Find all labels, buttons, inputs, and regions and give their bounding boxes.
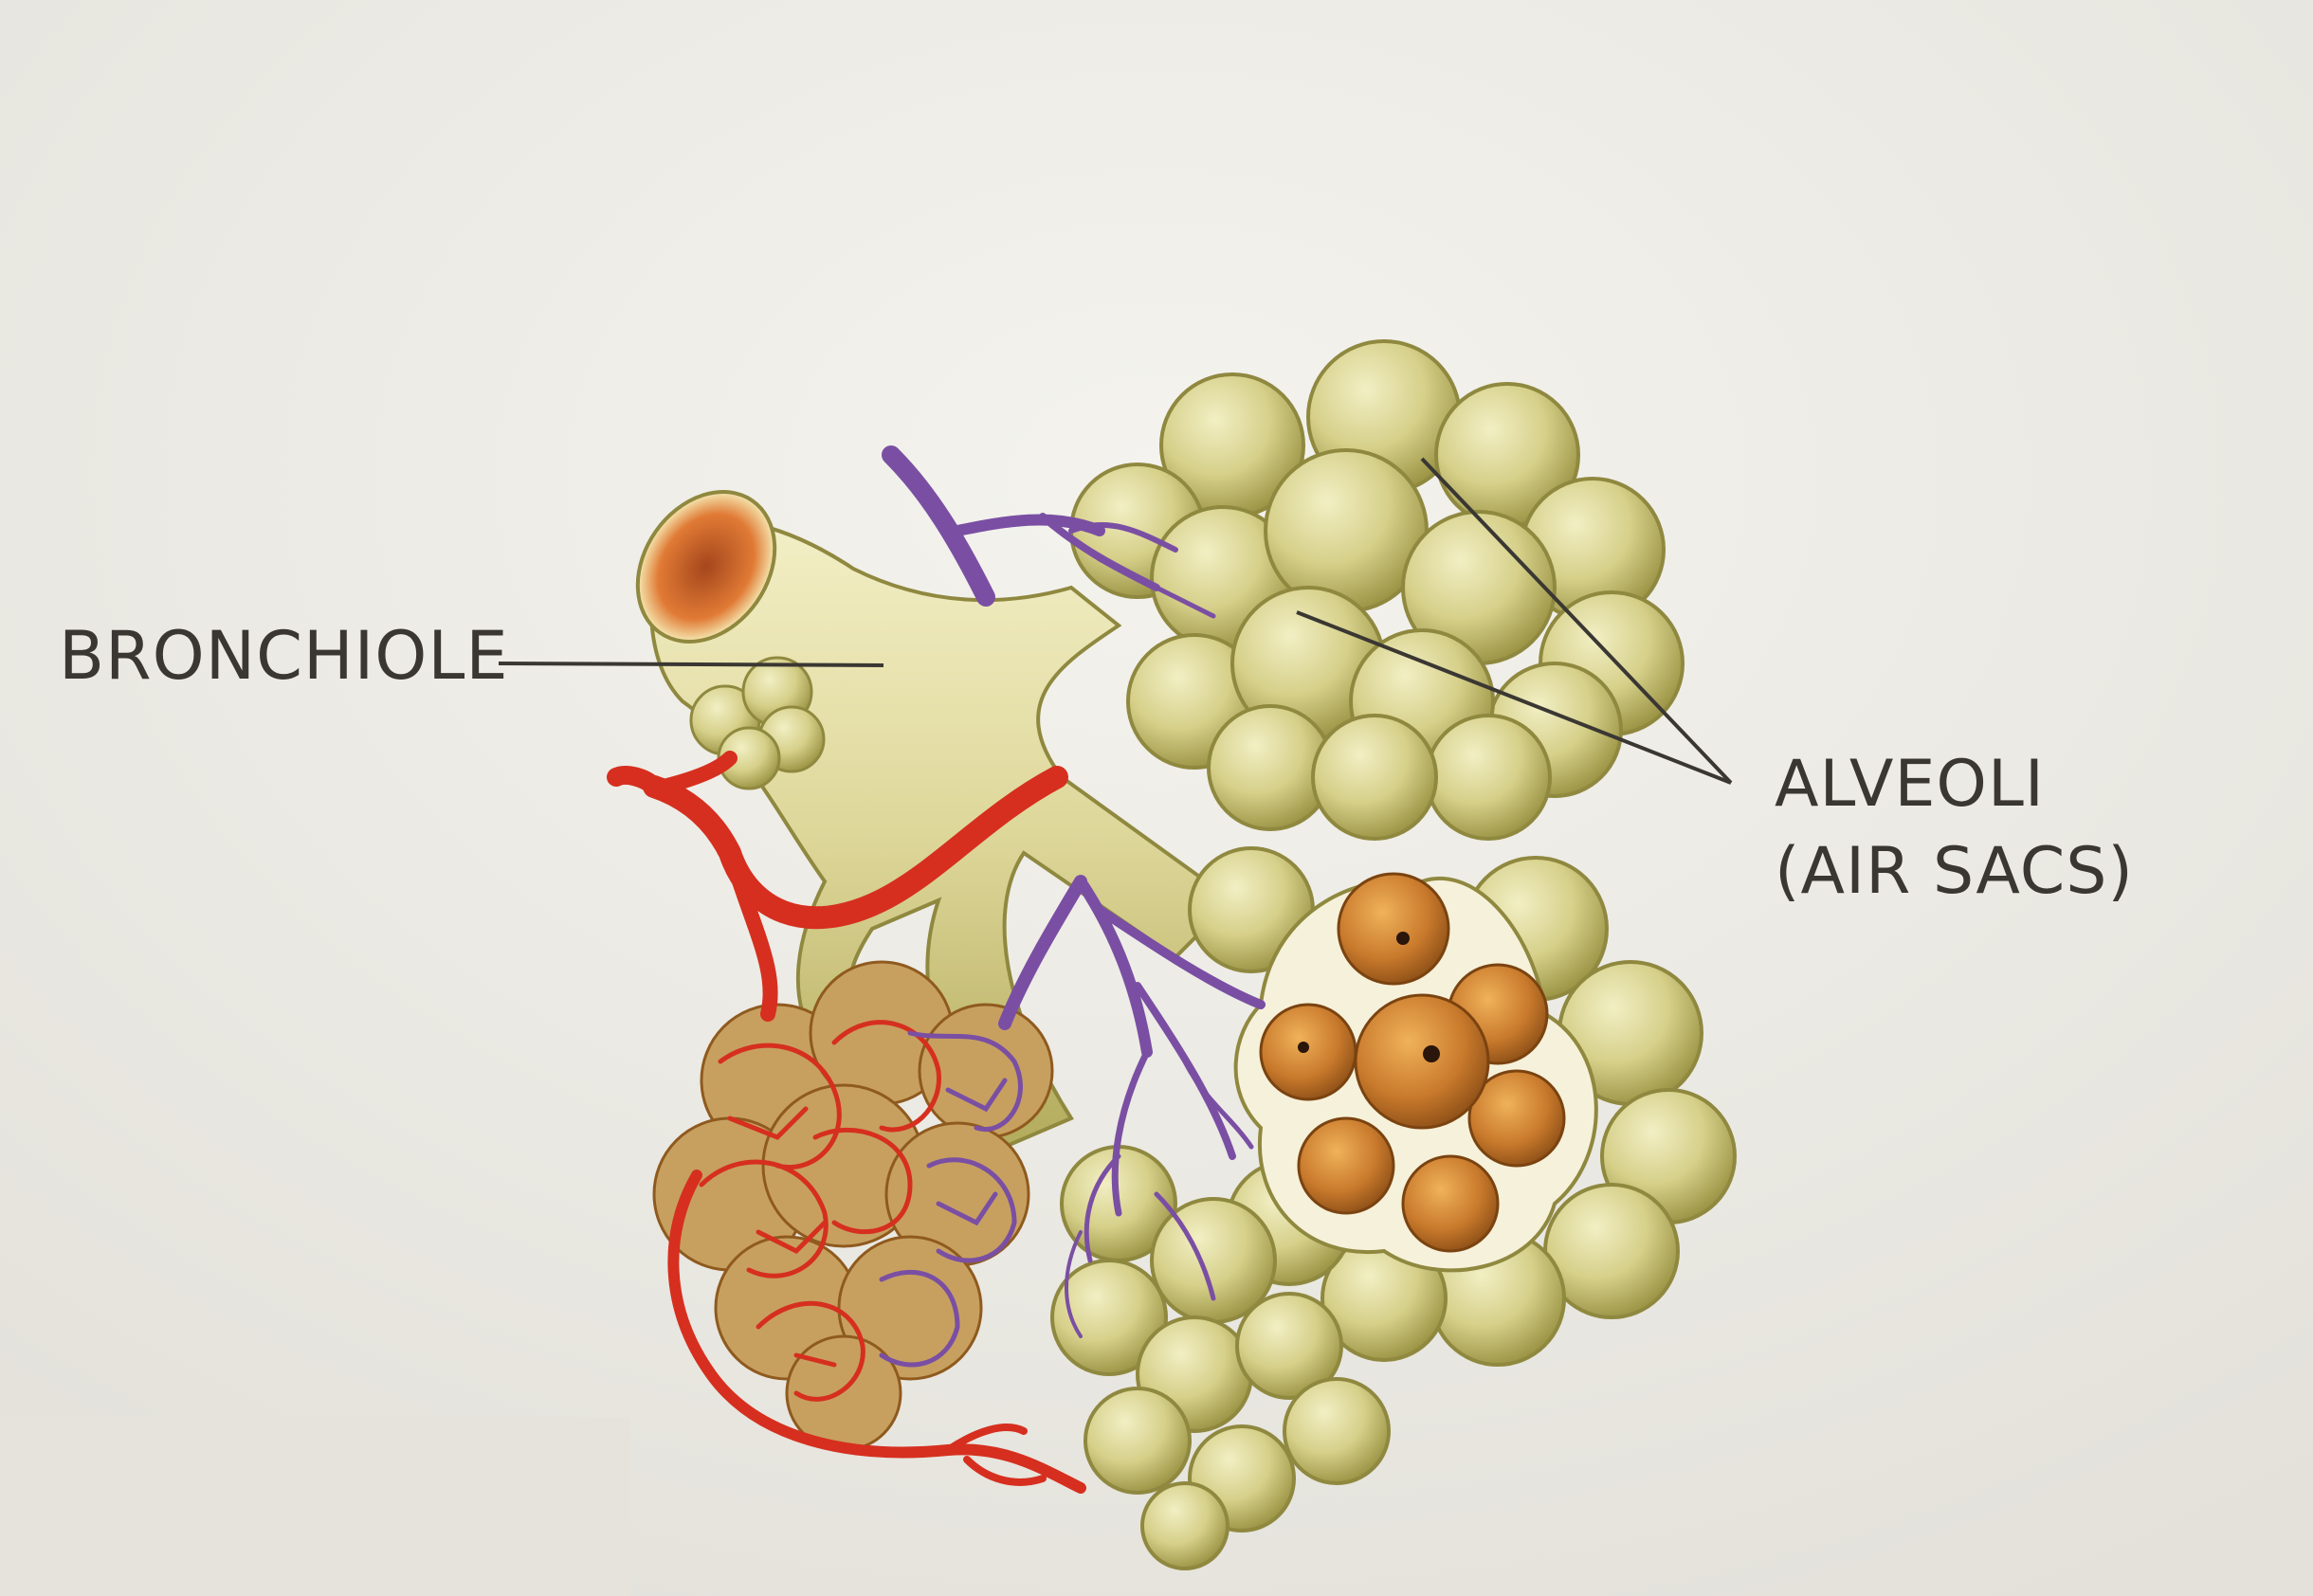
leader-lines [498,457,1733,785]
bronchiole-opening [635,490,777,644]
cutaway-interior [1259,872,1566,1253]
alveoli-cluster-cutaway [1188,846,1737,1367]
alveoli-label: ALVEOLI (AIR SACS) [1775,741,2134,916]
alveoli-label-line2: (AIR SACS) [1775,834,2134,909]
pulmonary-vein [882,445,1266,1338]
capillary-cluster [652,960,1054,1452]
pulmonary-artery [607,751,1086,1494]
bronchiole-label: BRONCHIOLE [59,617,509,695]
alveoli-label-line1: ALVEOLI [1775,747,2045,822]
bottom-left-patch [0,1417,630,1596]
bronchiole-tube [635,490,1236,1150]
bronchiole-leader-line [498,662,884,667]
alveoli-leader-line-upper [1420,457,1733,785]
alveoli-leader-line-lower [1296,610,1732,785]
